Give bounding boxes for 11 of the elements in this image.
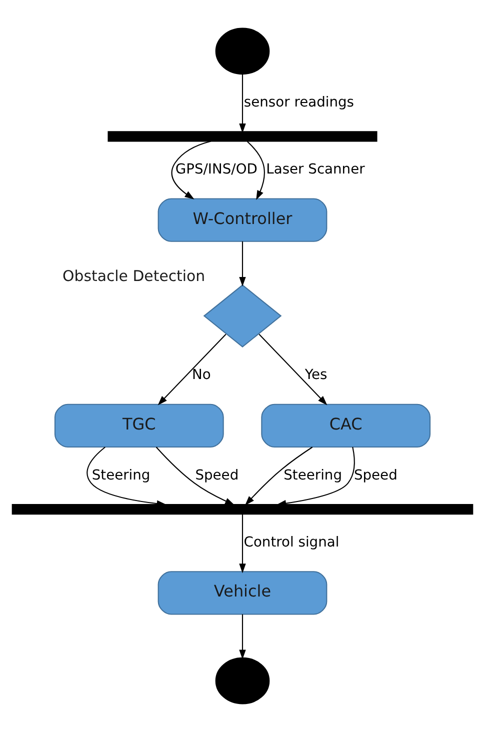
edge-label: GPS/INS/OD [175,161,258,178]
edge-label: Control signal [244,534,340,550]
node-label: Obstacle Detection [62,266,206,284]
edge-label: Speed [354,466,398,483]
edge-label: Steering [284,466,342,483]
edge-label: Laser Scanner [266,161,365,178]
edge-label: sensor readings [244,94,354,110]
edge-label: Speed [195,466,239,483]
edge-label: Steering [92,466,150,483]
edge-label: No [192,366,211,383]
edge-label: Yes [304,366,328,383]
